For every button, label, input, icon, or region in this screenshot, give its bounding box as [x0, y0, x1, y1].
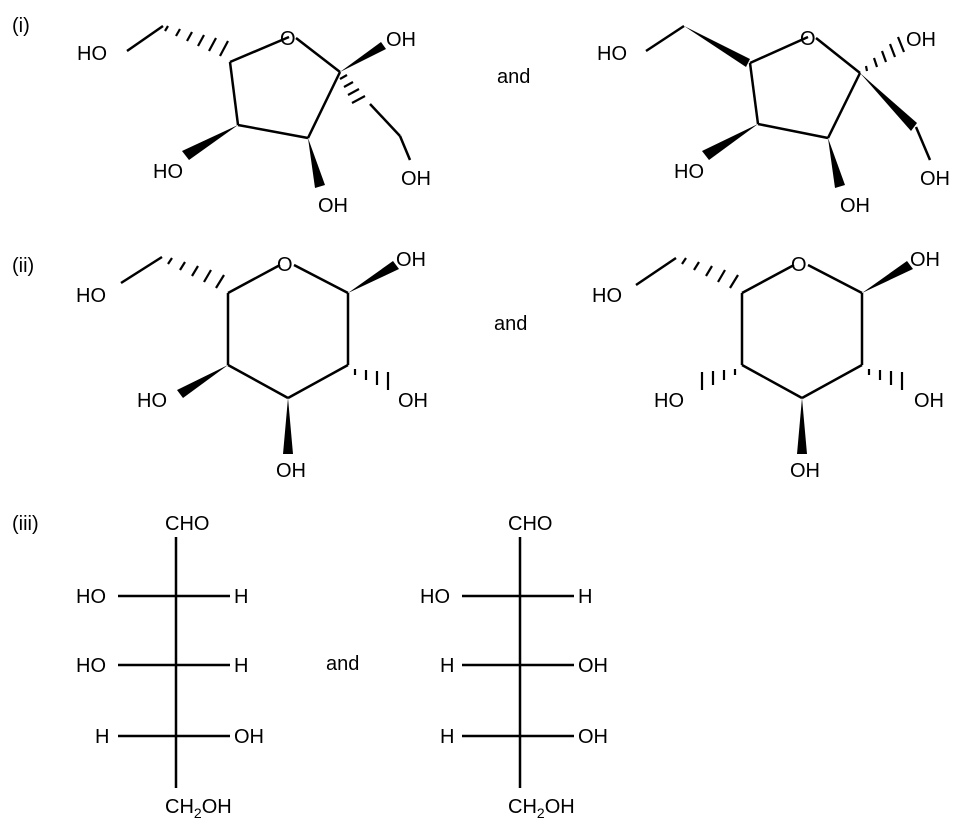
- and-label-iii: and: [326, 653, 359, 675]
- ho-group: HO: [674, 161, 704, 183]
- ring-oxygen: O: [280, 28, 296, 50]
- furanose-left-wedges: [182, 42, 386, 188]
- ho-group: HO: [76, 586, 106, 608]
- h-atom: H: [440, 726, 454, 748]
- furanose-right-text: HO O OH HO OH OH: [597, 28, 950, 217]
- furanose-right: [645, 24, 932, 161]
- pyranose-left-text: HO O OH HO OH OH: [76, 249, 428, 482]
- fischer-right: [462, 537, 574, 788]
- h-atom: H: [95, 726, 109, 748]
- pyranose-right-wedges: [797, 261, 913, 454]
- oh-group: OH: [906, 29, 936, 51]
- ho-group: HO: [76, 655, 106, 677]
- pyranose-right-text: HO O OH HO OH OH: [592, 249, 944, 482]
- ring-oxygen: O: [791, 254, 807, 276]
- furanose-left: [126, 24, 412, 161]
- pyranose-right-hashes: [681, 257, 904, 390]
- pyranose-left-wedges: [177, 261, 399, 454]
- furanose-right-wedges: [684, 26, 917, 188]
- oh-group: OH: [386, 29, 416, 51]
- ho-group: HO: [153, 161, 183, 183]
- h-atom: H: [440, 655, 454, 677]
- oh-text: OH: [202, 796, 232, 818]
- oh-group: OH: [234, 726, 264, 748]
- ho-group: HO: [597, 43, 627, 65]
- label-part-iii: (iii): [12, 513, 39, 535]
- ch2oh-group: CH2OH: [165, 796, 232, 821]
- oh-group: OH: [920, 168, 950, 190]
- label-part-i: (i): [12, 15, 30, 37]
- pyranose-right: [635, 256, 864, 400]
- oh-group: OH: [396, 249, 426, 271]
- and-label-ii: and: [494, 313, 527, 335]
- oh-group: OH: [578, 726, 608, 748]
- fischer-left: [118, 537, 230, 788]
- fischer-left-text: CHO HO H HO H H OH CH2OH: [76, 513, 264, 821]
- pyranose-left-hashes: [167, 257, 390, 390]
- pyranose-left: [120, 255, 350, 400]
- furanose-right-hashes: [864, 36, 906, 72]
- ch-text: CH: [508, 796, 537, 818]
- subscript-2: 2: [194, 805, 202, 821]
- furanose-left-text: HO O OH HO OH OH: [77, 28, 431, 217]
- oh-group: OH: [578, 655, 608, 677]
- oh-group: OH: [318, 195, 348, 217]
- ch2oh-group: CH2OH: [508, 796, 575, 821]
- ho-group: HO: [137, 390, 167, 412]
- cho-group: CHO: [165, 513, 209, 535]
- oh-group: OH: [840, 195, 870, 217]
- furanose-left-hashes: [164, 25, 366, 104]
- oh-group: OH: [914, 390, 944, 412]
- subscript-2: 2: [537, 805, 545, 821]
- oh-group: OH: [910, 249, 940, 271]
- ring-oxygen: O: [800, 28, 816, 50]
- oh-group: OH: [401, 168, 431, 190]
- h-atom: H: [578, 586, 592, 608]
- ho-group: HO: [654, 390, 684, 412]
- h-atom: H: [234, 655, 248, 677]
- h-atom: H: [234, 586, 248, 608]
- cho-group: CHO: [508, 513, 552, 535]
- oh-group: OH: [276, 460, 306, 482]
- oh-group: OH: [790, 460, 820, 482]
- oh-group: OH: [398, 390, 428, 412]
- label-part-ii: (ii): [12, 255, 34, 277]
- ho-group: HO: [420, 586, 450, 608]
- ho-group: HO: [592, 285, 622, 307]
- and-label-i: and: [497, 66, 530, 88]
- ring-oxygen: O: [277, 254, 293, 276]
- ch-text: CH: [165, 796, 194, 818]
- oh-text: OH: [545, 796, 575, 818]
- ho-group: HO: [76, 285, 106, 307]
- fischer-right-text: CHO HO H H OH H OH CH2OH: [420, 513, 608, 821]
- ho-group: HO: [77, 43, 107, 65]
